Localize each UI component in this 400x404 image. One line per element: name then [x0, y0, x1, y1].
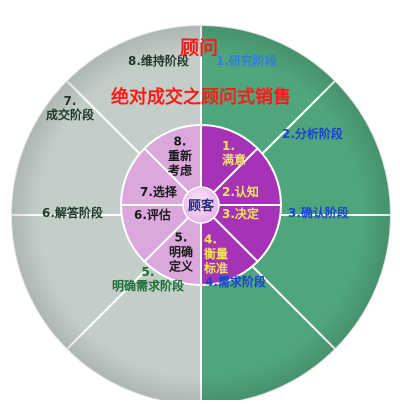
inner-label-7: 7.选择 [140, 184, 178, 199]
outer-label-1: 1.研究阶段 [216, 53, 278, 68]
outer-label-5: 明确需求阶段 [112, 278, 185, 293]
page-subtitle: 绝对成交之顾问式销售 [111, 86, 291, 108]
inner-label-1: 满意 [222, 152, 246, 167]
inner-label-2: 2.认知 [222, 184, 259, 199]
inner-label-1: 1. [222, 139, 235, 153]
outer-label-8: 8.维持阶段 [128, 53, 190, 68]
inner-label-6: 6.评估 [134, 207, 171, 222]
inner-label-8: 重新 [168, 148, 192, 163]
outer-label-4: 4.需求阶段 [205, 274, 267, 289]
inner-sector-4 [200, 202, 259, 287]
inner-sector-3 [198, 204, 283, 263]
inner-label-5: 明确 [169, 244, 193, 259]
inner-sector-1 [200, 123, 259, 208]
inner-sector-2 [198, 147, 283, 206]
inner-sector-6 [119, 204, 204, 263]
inner-label-5: 5. [175, 231, 188, 245]
outer-labels: 1.研究阶段2.分析阶段3.确认阶段4.需求阶段5.明确需求阶段6.解答阶段7.… [42, 53, 350, 293]
outer-label-5: 5. [142, 265, 155, 279]
inner-label-4: 衡量 [204, 246, 228, 261]
inner-sector-7 [119, 147, 204, 206]
inner-label-8: 8. [174, 135, 187, 149]
inner-label-4: 标准 [203, 260, 228, 275]
center-label: 顾客 [188, 198, 215, 214]
outer-label-2: 2.分析阶段 [282, 126, 344, 141]
inner-label-5: 定义 [169, 258, 194, 273]
inner-label-3: 3.决定 [222, 206, 259, 221]
inner-ring [119, 123, 283, 287]
inner-sector-8 [143, 123, 202, 208]
outer-label-3: 3.确认阶段 [288, 205, 350, 220]
outer-label-7: 7. [64, 94, 77, 108]
inner-label-8: 考虑 [168, 162, 192, 177]
center-hub [182, 186, 220, 224]
inner-sector-5 [143, 202, 202, 287]
inner-label-4: 4. [204, 233, 217, 247]
outer-label-6: 6.解答阶段 [42, 205, 104, 220]
outer-label-7: 成交阶段 [46, 107, 95, 122]
page-title: 顾问 [180, 37, 218, 59]
